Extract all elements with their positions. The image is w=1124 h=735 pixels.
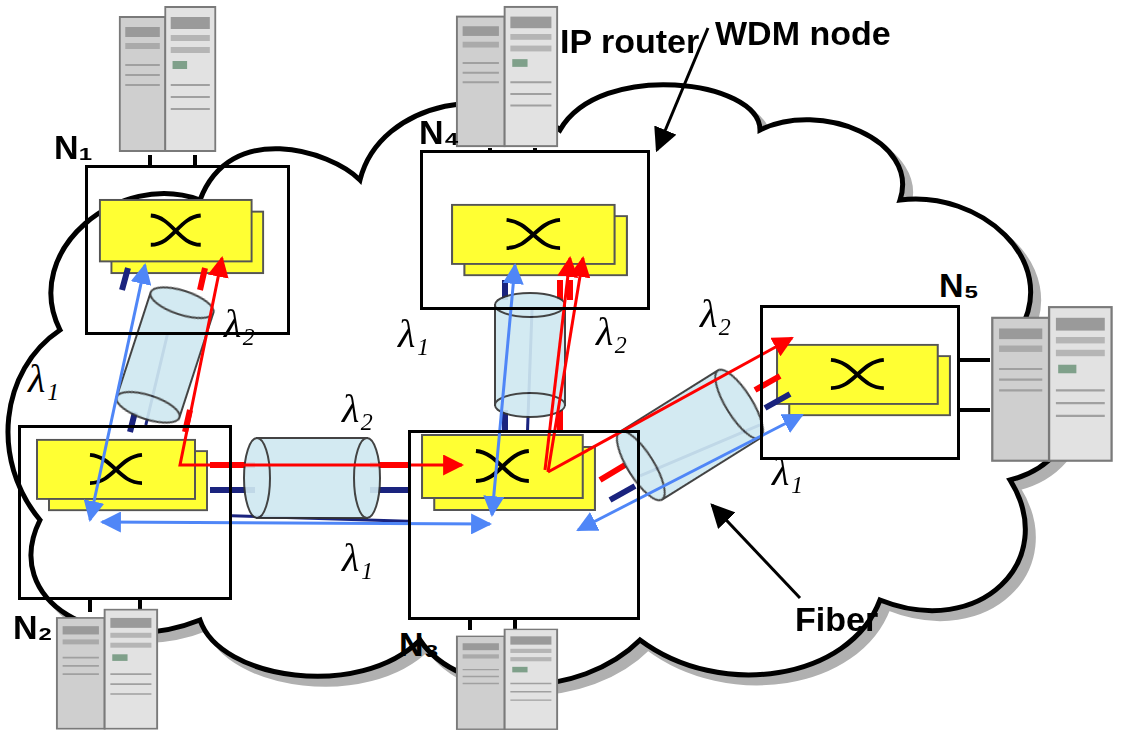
node-name: N₁ <box>54 128 93 167</box>
node-name: N₂ <box>13 608 53 647</box>
node-name: N₅ <box>939 266 979 305</box>
wavelength-label: λ₂ <box>224 300 255 347</box>
wavelength-label: λ₂ <box>342 385 373 432</box>
wavelength-label: λ₂ <box>700 290 731 337</box>
wavelength-label: λ₁ <box>398 310 429 357</box>
wdm-node: N₁ <box>85 165 290 335</box>
wavelength-label: λ₁ <box>28 355 59 402</box>
node-name: N₃ <box>399 625 439 664</box>
wdm-node: N₃ <box>408 430 640 620</box>
wavelength-label: λ₁ <box>342 534 373 581</box>
wdm-node: N₅ <box>760 305 960 460</box>
wavelength-label: λ₂ <box>596 308 627 355</box>
router-label: IP router <box>560 22 699 61</box>
wdm-node: N₄ <box>420 150 650 310</box>
fiber-callout: Fiber <box>795 600 878 639</box>
node-callout: WDM node <box>715 14 891 53</box>
wdm-node: N₂ <box>18 425 232 600</box>
node-name: N₄ <box>419 113 460 152</box>
wavelength-label: λ₁ <box>772 448 803 495</box>
